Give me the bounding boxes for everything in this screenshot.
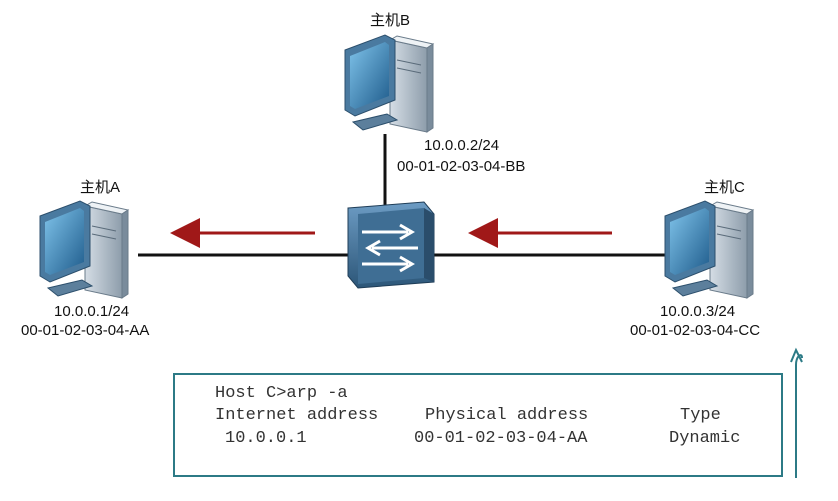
computer-icon-host-a — [39, 200, 129, 299]
arp-row-address: 10.0.0.1 — [225, 429, 307, 448]
arp-row-physical: 00-01-02-03-04-AA — [414, 429, 588, 448]
host-a-mac: 00-01-02-03-04-AA — [21, 322, 150, 339]
host-a-name: 主机A — [80, 179, 121, 196]
return-arrow — [795, 354, 803, 478]
computer-icon-host-b — [344, 34, 434, 133]
host-c-name: 主机C — [704, 179, 745, 196]
arp-prompt: Host C>arp -a — [215, 384, 348, 403]
host-b-ip: 10.0.0.2/24 — [424, 137, 500, 154]
arp-header-address: Internet address — [215, 406, 379, 425]
arp-header-type: Type — [680, 406, 721, 425]
host-b-mac: 00-01-02-03-04-BB — [397, 158, 526, 175]
host-c-ip: 10.0.0.3/24 — [660, 303, 736, 320]
host-c-mac: 00-01-02-03-04-CC — [630, 322, 761, 339]
switch-icon — [347, 201, 435, 289]
arp-table-box — [173, 373, 783, 477]
host-a-ip: 10.0.0.1/24 — [54, 303, 130, 320]
arp-header-physical: Physical address — [425, 406, 589, 425]
computer-icon-host-c — [664, 200, 754, 299]
host-b-name: 主机B — [370, 12, 411, 29]
arp-row-type: Dynamic — [669, 429, 741, 448]
